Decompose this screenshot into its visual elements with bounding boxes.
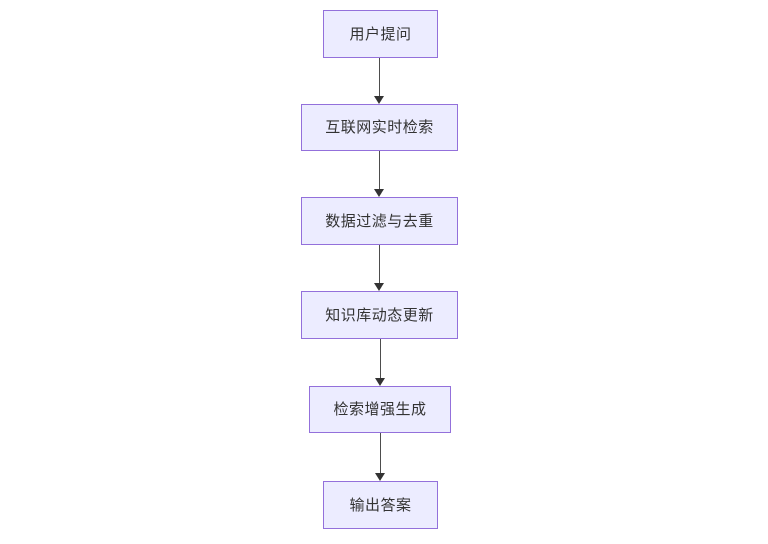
arrow-down-icon	[375, 473, 385, 481]
flow-node-n6: 输出答案	[323, 481, 438, 529]
arrow-down-icon	[374, 283, 384, 291]
flow-edge-line	[379, 151, 380, 189]
arrow-down-icon	[374, 189, 384, 197]
flow-node-label: 知识库动态更新	[325, 306, 434, 324]
flow-node-n5: 检索增强生成	[309, 386, 451, 433]
flow-node-n1: 用户提问	[323, 10, 438, 58]
flow-node-label: 数据过滤与去重	[325, 212, 434, 230]
flow-node-n2: 互联网实时检索	[301, 104, 458, 151]
flow-node-label: 用户提问	[349, 25, 412, 43]
flow-node-label: 检索增强生成	[333, 401, 427, 418]
arrow-down-icon	[374, 378, 385, 386]
arrow-down-icon	[374, 96, 384, 104]
flow-node-n4: 知识库动态更新	[301, 291, 458, 339]
flow-edge-line	[379, 245, 380, 283]
flow-edge-line	[379, 58, 380, 96]
flow-node-n3: 数据过滤与去重	[301, 197, 458, 245]
flow-edge-line	[379, 339, 381, 378]
flow-node-label: 输出答案	[349, 496, 412, 514]
flow-edge-line	[380, 433, 381, 473]
flow-node-label: 互联网实时检索	[325, 119, 434, 136]
